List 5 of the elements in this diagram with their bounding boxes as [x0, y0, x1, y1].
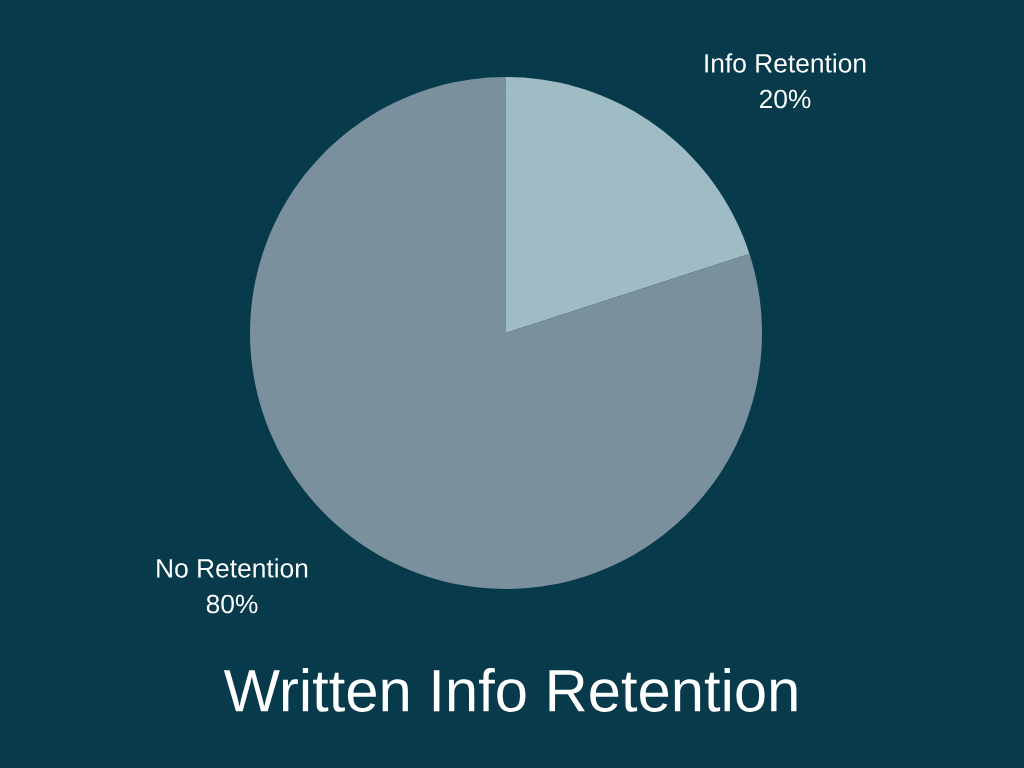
value-label: 20% [759, 89, 811, 109]
value-label: 80% [206, 594, 258, 614]
chart-title: Written Info Retention [223, 668, 797, 712]
category-label: Info Retention [705, 53, 866, 73]
category-label: No Retention [157, 558, 308, 578]
